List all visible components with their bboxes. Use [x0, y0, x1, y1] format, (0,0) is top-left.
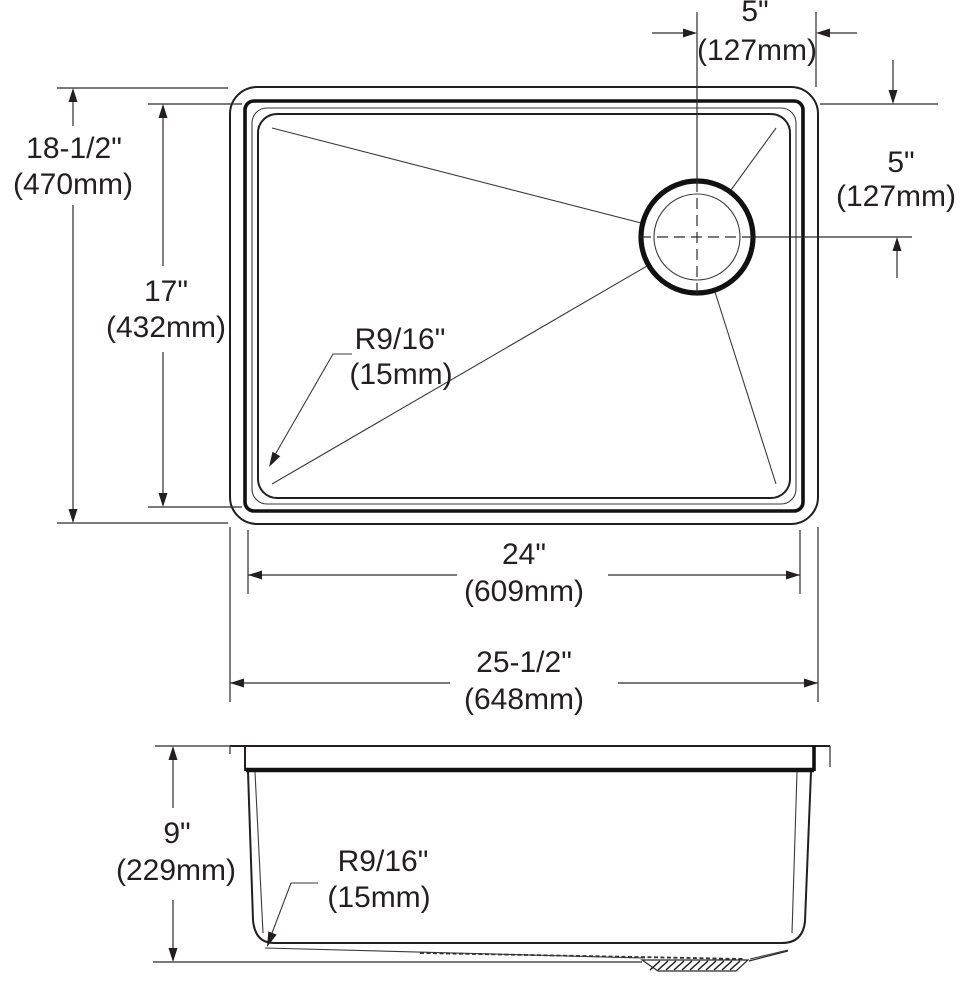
side-bowl-inner-wall-left	[254, 771, 264, 934]
top-view-bowl-edge	[257, 113, 791, 499]
arrowhead	[158, 493, 168, 507]
arrowhead	[68, 509, 78, 523]
top-view: R9/16" (15mm)	[229, 86, 819, 525]
dim-bowl-width: 24" (609mm)	[247, 530, 801, 608]
dim-bowl-depth: 17" (432mm)	[106, 103, 242, 508]
arrowhead	[158, 104, 168, 118]
side-view: R9/16" (15mm)	[153, 745, 831, 972]
crease-line-bottom-left	[271, 265, 648, 485]
arrowhead	[230, 678, 244, 688]
side-bowl-bottom-slope-right	[749, 949, 789, 960]
top-view-flange-edge	[243, 99, 805, 513]
dim-inches: 5"	[887, 146, 914, 179]
corner-radius-inches: R9/16"	[355, 323, 446, 356]
dim-metric: (609mm)	[464, 575, 584, 608]
arrowhead	[804, 678, 818, 688]
arrowhead	[892, 237, 902, 251]
leader-arrowhead	[269, 451, 281, 467]
top-view-rim-line	[251, 107, 797, 505]
side-bowl-inner-wall-right	[791, 771, 798, 934]
dim-metric: (229mm)	[116, 854, 236, 887]
side-bowl-outline	[247, 771, 812, 944]
drain	[638, 178, 756, 296]
leader-arrowhead	[267, 931, 277, 947]
crease-line-top-right	[730, 127, 777, 191]
arrowhead	[168, 746, 178, 760]
dim-drain-offset-right: 5" (127mm)	[754, 60, 956, 278]
dim-metric: (432mm)	[106, 311, 226, 344]
dim-inches: 9"	[163, 817, 190, 850]
leader-line	[271, 353, 352, 461]
leader-line	[268, 882, 318, 942]
base-line-right	[748, 950, 789, 962]
side-corner-radius-callout: R9/16" (15mm)	[267, 845, 431, 947]
drain-inner-circle	[653, 193, 741, 281]
arrowhead	[786, 570, 800, 580]
arrowhead	[888, 90, 898, 104]
dim-overall-width: 25-1/2" (648mm)	[229, 527, 819, 716]
dim-depth: 9" (229mm)	[116, 745, 236, 962]
dim-inches: 18-1/2"	[26, 132, 122, 165]
arrowhead	[248, 570, 262, 580]
side-bottom-texture	[419, 952, 746, 960]
crease-line-bottom-right	[714, 291, 777, 485]
top-view-outer-edge	[229, 86, 819, 525]
corner-radius-metric: (15mm)	[327, 881, 430, 914]
arrowhead	[68, 88, 78, 102]
dim-overall-depth: 18-1/2" (470mm)	[13, 87, 228, 524]
dim-inches: 5"	[741, 0, 768, 28]
dim-inches: 24"	[502, 538, 546, 571]
drain-bump-hatch	[649, 960, 741, 971]
corner-radius-inches: R9/16"	[338, 845, 429, 878]
arrowhead	[683, 28, 697, 38]
corner-radius-metric: (15mm)	[349, 358, 452, 391]
dim-inches: 17"	[144, 275, 188, 308]
dim-drain-offset-top: 5" (127mm)	[652, 0, 857, 181]
dim-metric: (127mm)	[697, 34, 817, 67]
arrowhead	[816, 28, 830, 38]
dim-metric: (127mm)	[836, 180, 956, 213]
crease-line-top-left	[271, 127, 642, 224]
dim-metric: (648mm)	[464, 683, 584, 716]
side-drain-bump	[640, 959, 750, 972]
arrowhead	[168, 948, 178, 962]
dim-metric: (470mm)	[13, 168, 133, 201]
top-view-corner-radius-callout: R9/16" (15mm)	[269, 323, 453, 467]
dim-inches: 25-1/2"	[476, 646, 572, 679]
